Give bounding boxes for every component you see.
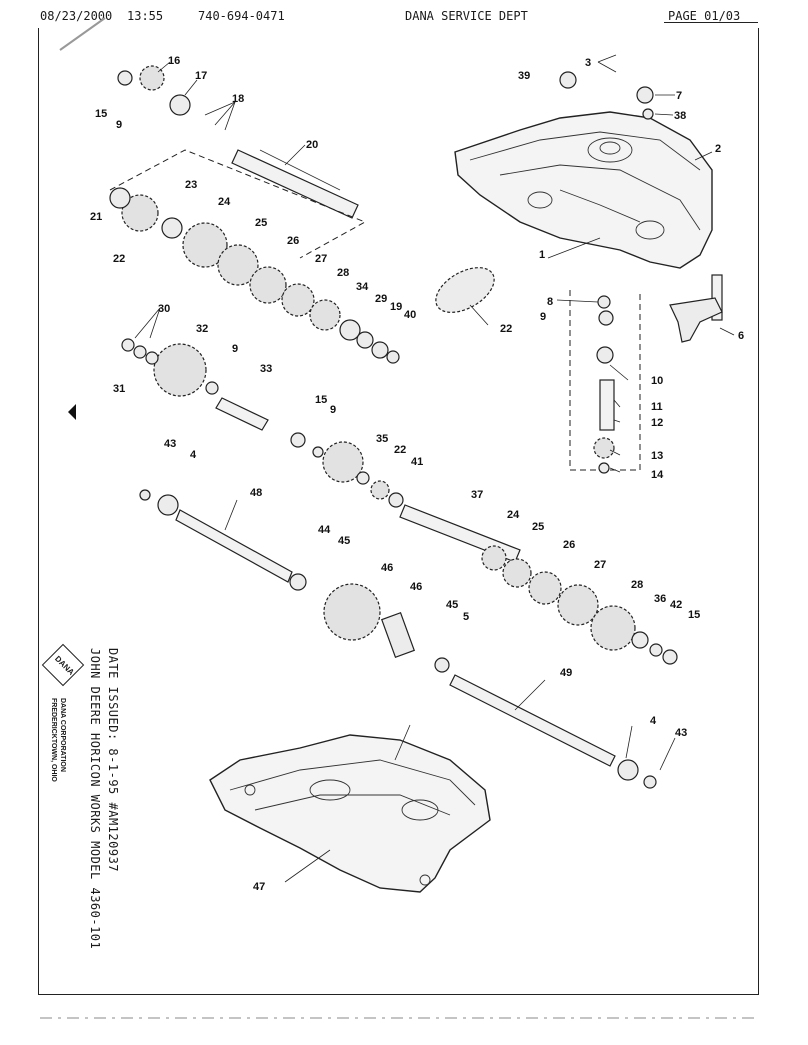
callout-49: 49 xyxy=(560,667,572,679)
callout-45b: 45 xyxy=(446,599,458,611)
corporation-location: FREDERICKTOWN, OHIO xyxy=(50,698,57,782)
document-border xyxy=(38,28,759,995)
shaft-20 xyxy=(231,149,359,219)
pin-33 xyxy=(215,397,269,431)
model-line: JOHN DEERE HORICON WORKS MODEL 4360-101 xyxy=(88,648,102,950)
lower-housing xyxy=(209,734,491,893)
gear-set xyxy=(109,65,678,789)
callout-43a: 43 xyxy=(164,438,176,450)
fax-department: DANA SERVICE DEPT xyxy=(405,9,528,23)
fax-page: PAGE 01/03 xyxy=(668,9,741,23)
vertical-pin xyxy=(711,274,723,321)
leader-lines xyxy=(134,54,735,883)
callout-11: 11 xyxy=(651,401,663,413)
callout-28a: 28 xyxy=(337,267,349,279)
callout-labels: 1 2 3 4 4 5 6 7 8 9 9 9 9 10 11 12 13 14… xyxy=(90,55,744,893)
shift-lever xyxy=(669,297,723,343)
drive-chain xyxy=(435,267,495,313)
callout-9b: 9 xyxy=(540,311,546,323)
callout-10: 10 xyxy=(651,375,663,387)
callout-15c: 15 xyxy=(688,609,700,621)
fax-date: 08/23/2000 xyxy=(40,9,113,23)
callout-29: 29 xyxy=(375,293,387,305)
callout-25b: 25 xyxy=(532,521,544,533)
callout-9c: 9 xyxy=(232,343,238,355)
callout-7: 7 xyxy=(676,90,682,102)
callout-5: 5 xyxy=(463,611,469,623)
shaft-group-dash xyxy=(109,149,367,259)
callout-27a: 27 xyxy=(315,253,327,265)
callout-35: 35 xyxy=(376,433,388,445)
callout-38: 38 xyxy=(674,110,686,122)
callout-9a: 9 xyxy=(116,119,122,131)
callout-23: 23 xyxy=(185,179,197,191)
callout-4a: 4 xyxy=(190,449,197,461)
callout-36: 36 xyxy=(654,593,666,605)
callout-28b: 28 xyxy=(631,579,643,591)
callout-46a: 46 xyxy=(381,562,393,574)
callout-25a: 25 xyxy=(255,217,267,229)
legend-block: DANA DANA CORPORATION FREDERICKTOWN, OHI… xyxy=(36,643,120,950)
callout-15a: 15 xyxy=(95,108,107,120)
scan-mark xyxy=(59,17,106,51)
callout-18: 18 xyxy=(232,93,244,105)
callout-47: 47 xyxy=(253,881,265,893)
callout-12: 12 xyxy=(651,417,663,429)
callout-24b: 24 xyxy=(507,509,520,521)
callout-22c: 22 xyxy=(394,444,406,456)
callout-13: 13 xyxy=(651,450,663,462)
callout-31: 31 xyxy=(113,383,125,395)
shaft-48 xyxy=(175,509,293,583)
callout-6: 6 xyxy=(738,330,744,342)
callout-48: 48 xyxy=(250,487,262,499)
fax-time: 13:55 xyxy=(127,9,164,23)
callout-46b: 46 xyxy=(410,581,422,593)
date-issued-line: DATE ISSUED: 8-1-95 #AM120937 xyxy=(106,648,120,873)
shaft-49 xyxy=(449,674,616,767)
legend-rotated: DANA DANA CORPORATION FREDERICKTOWN, OHI… xyxy=(36,643,120,950)
callout-15b: 15 xyxy=(315,394,327,406)
callout-37: 37 xyxy=(471,489,483,501)
arrow-marker xyxy=(68,404,76,420)
callout-30: 30 xyxy=(158,303,170,315)
callout-42: 42 xyxy=(670,599,682,611)
page-underline xyxy=(664,22,758,23)
callout-40: 40 xyxy=(404,309,416,321)
corporation-name: DANA CORPORATION xyxy=(59,698,66,772)
callout-41: 41 xyxy=(411,456,423,468)
callout-4b: 4 xyxy=(650,715,657,727)
callout-22b: 22 xyxy=(500,323,512,335)
callout-33: 33 xyxy=(260,363,272,375)
callout-24a: 24 xyxy=(218,196,231,208)
callout-26a: 26 xyxy=(287,235,299,247)
callout-8: 8 xyxy=(547,296,553,308)
callout-26b: 26 xyxy=(563,539,575,551)
callout-32: 32 xyxy=(196,323,208,335)
callout-43b: 43 xyxy=(675,727,687,739)
callout-14: 14 xyxy=(651,469,664,481)
callout-19: 19 xyxy=(390,301,402,313)
callout-3: 3 xyxy=(585,57,591,69)
callout-16: 16 xyxy=(168,55,180,67)
callout-9d: 9 xyxy=(330,404,336,416)
callout-44: 44 xyxy=(318,524,331,536)
callout-21: 21 xyxy=(90,211,102,223)
callout-27b: 27 xyxy=(594,559,606,571)
upper-housing xyxy=(454,111,713,269)
callout-22a: 22 xyxy=(113,253,125,265)
callout-1: 1 xyxy=(539,249,545,261)
fax-header: 08/23/2000 13:55 740-694-0471 DANA SERVI… xyxy=(0,0,808,28)
callout-39: 39 xyxy=(518,70,530,82)
callout-45a: 45 xyxy=(338,535,350,547)
callout-20: 20 xyxy=(306,139,318,151)
fax-phone: 740-694-0471 xyxy=(198,9,285,23)
callout-17: 17 xyxy=(195,70,207,82)
callout-2: 2 xyxy=(715,143,721,155)
vertical-shaft xyxy=(599,379,615,431)
callout-34: 34 xyxy=(356,281,369,293)
